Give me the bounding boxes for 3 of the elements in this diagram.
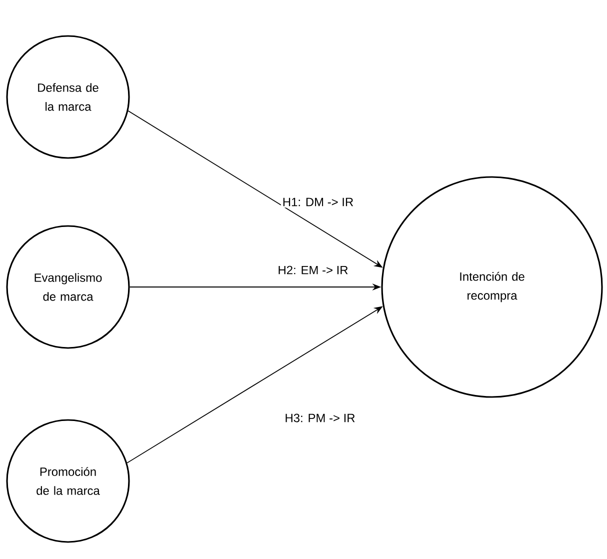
edge-label: H1: DM -> IR (280, 196, 356, 208)
edge-label: H2: EM -> IR (276, 264, 350, 276)
edge-label: H3: PM -> IR (283, 412, 357, 424)
